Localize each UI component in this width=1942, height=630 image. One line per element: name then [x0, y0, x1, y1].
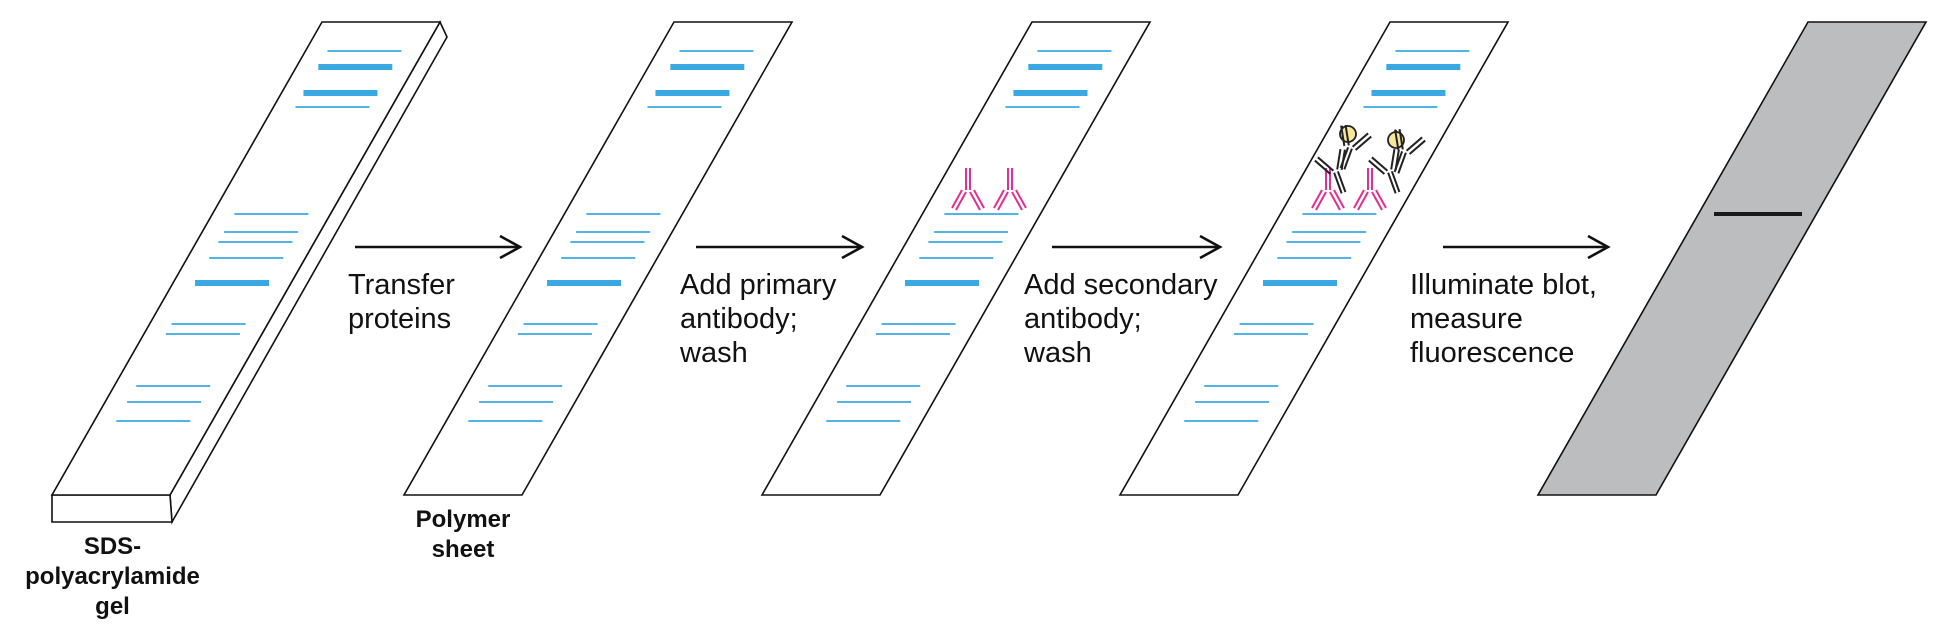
antibody-stem [1343, 148, 1353, 170]
antibody-stem [1333, 172, 1343, 194]
antibody-arm [997, 191, 1009, 211]
secondary-antibody-icon [1368, 148, 1401, 194]
antibody-arm [1371, 156, 1389, 172]
antibody-arm [1394, 149, 1400, 171]
antibody-stem [1397, 152, 1407, 174]
antibody-arm [1311, 189, 1323, 209]
antibody-arm [951, 189, 963, 209]
primary-antibody-icon [993, 168, 1027, 211]
arrow-head [1587, 234, 1611, 260]
antibody-stem [1387, 172, 1397, 194]
arrow-head [1199, 234, 1223, 260]
antibody-arm [1333, 189, 1345, 209]
antibody-arm [955, 191, 967, 211]
illuminated-blot-lane [1536, 21, 1928, 496]
secondary-antibody-icon [1393, 128, 1426, 174]
antibody-arm [1315, 191, 1327, 211]
antibody-arm [1317, 156, 1335, 172]
primary-antibody-icon [951, 168, 985, 211]
arrow-right-icon [1443, 234, 1611, 260]
antibody-arm [1368, 159, 1386, 175]
primary-antibody-icon [1353, 168, 1387, 211]
antibody-arm [1390, 148, 1396, 170]
antibody-arm [1351, 132, 1369, 148]
antibody-arm [1329, 191, 1341, 211]
step-label-secondary-antibody: Add secondary antibody; wash [1024, 269, 1218, 369]
antibody-arm [1357, 191, 1369, 211]
polymer-sheet-caption: Polymer sheet [415, 506, 511, 563]
antibody-arm [1371, 191, 1383, 211]
arrow-head [499, 234, 523, 260]
antibody-arm [1336, 148, 1342, 170]
antibody-arm [1394, 129, 1400, 151]
antibody-stem [1336, 170, 1347, 193]
antibody-arm [1408, 139, 1426, 155]
antibody-arm [1398, 128, 1404, 150]
antibody-arm [1011, 191, 1023, 211]
gel-front-face [51, 494, 173, 523]
antibody-arm [973, 189, 985, 209]
antibody-arm [1340, 125, 1346, 147]
primary-antibody-icon [1311, 168, 1345, 211]
arrow-right-icon [355, 234, 523, 260]
antibody-stem [1390, 170, 1401, 193]
antibody-arm [993, 189, 1005, 209]
arrow-head [841, 234, 865, 260]
secondary-antibody-icon [1314, 148, 1347, 194]
antibody-arm [1405, 136, 1423, 152]
gel-caption: SDS- polyacrylamide gel [25, 533, 200, 620]
step-label-primary-antibody: Add primary antibody; wash [680, 269, 837, 369]
step-label-illuminate: Illuminate blot, measure fluorescence [1410, 269, 1597, 369]
antibody-arm [969, 191, 981, 211]
step-label-transfer: Transfer proteins [348, 269, 455, 335]
antibody-arm [1340, 149, 1346, 171]
antibody-arm [1015, 189, 1027, 209]
antibody-arm [1314, 159, 1332, 175]
antibody-arm [1375, 189, 1387, 209]
antibody-arm [1353, 189, 1365, 209]
arrow-right-icon [1052, 234, 1223, 260]
antibody-arm [1354, 135, 1372, 151]
antibody-arm [1344, 124, 1350, 146]
arrow-right-icon [696, 234, 865, 260]
